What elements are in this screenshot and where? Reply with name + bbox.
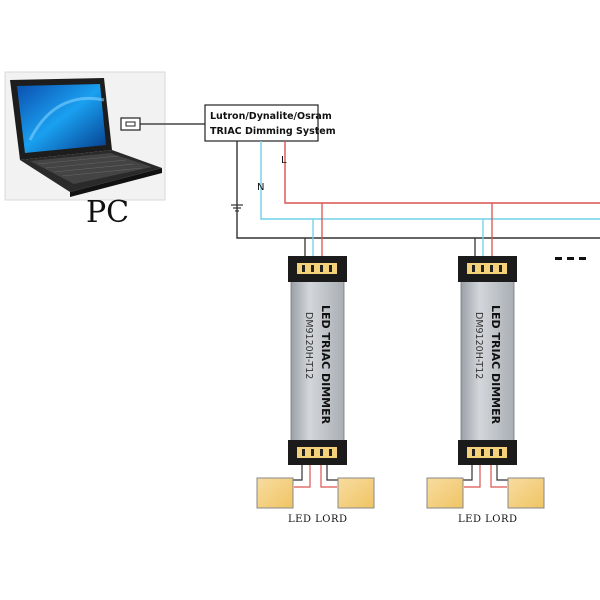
pc-label: PC	[86, 195, 129, 230]
dimmer-title: LED TRIAC DIMMER	[319, 305, 332, 425]
bus-wires	[236, 141, 600, 239]
led-load-panel	[426, 477, 464, 509]
control-system-line1: Lutron/Dynalite/Osram	[210, 111, 332, 122]
live-wire	[284, 141, 600, 204]
control-system-line2: TRIAC Dimming System	[210, 126, 336, 137]
live-label: L	[281, 155, 287, 166]
ground-wire	[236, 141, 600, 239]
port-icon	[120, 117, 141, 131]
neutral-label: N	[257, 182, 264, 193]
led-load-panel	[337, 477, 375, 509]
neutral-wire	[260, 141, 600, 220]
led-load-panel	[256, 477, 294, 509]
control-system-box: Lutron/Dynalite/Osram TRIAC Dimming Syst…	[204, 104, 336, 142]
dimmer-model: DM9120H-T12	[473, 312, 484, 379]
load-label: LED LORD	[288, 514, 348, 525]
dimmer-unit: LED TRIAC DIMMER DM9120H-T12 LED LORD	[256, 203, 375, 525]
dimmer-title: LED TRIAC DIMMER	[489, 305, 502, 425]
dimmer-unit: LED TRIAC DIMMER DM9120H-T12 LED LORD	[426, 203, 545, 525]
ground-icon	[231, 204, 243, 212]
continuation-icon	[555, 257, 586, 260]
load-label: LED LORD	[458, 514, 518, 525]
laptop-icon	[4, 71, 166, 201]
dimmer-model: DM9120H-T12	[303, 312, 314, 379]
led-load-panel	[507, 477, 545, 509]
